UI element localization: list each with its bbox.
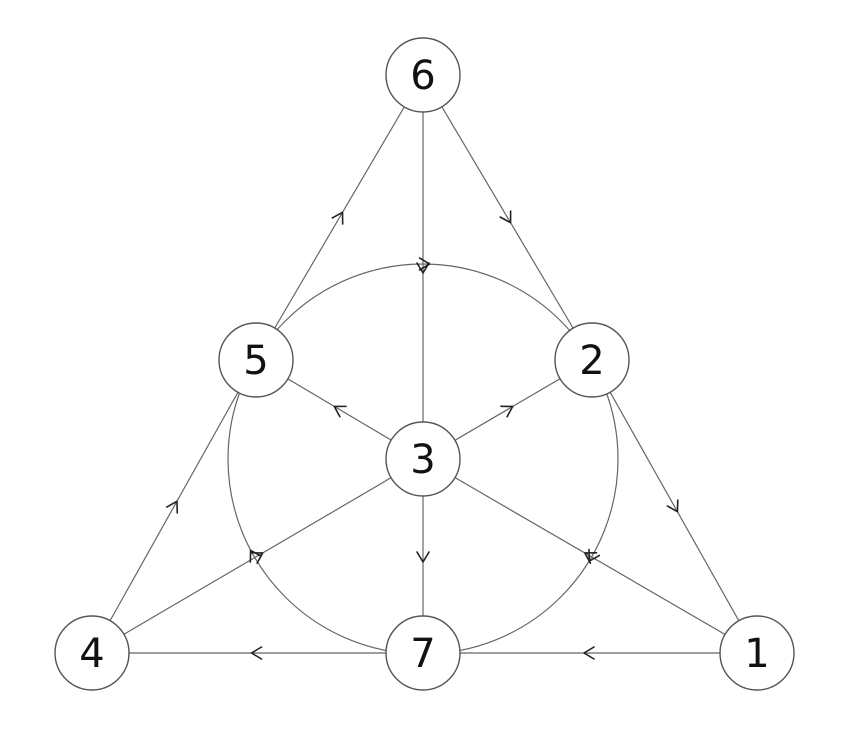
node-circle: [385, 615, 461, 691]
node-label: 4: [79, 631, 104, 677]
node-label: 1: [744, 631, 769, 677]
arrow-3-7: [416, 551, 430, 563]
edge-4-3: [91, 458, 424, 654]
arrow-4-5: [166, 500, 179, 514]
node-circle: [385, 421, 461, 497]
circle-arrow-2-7: [588, 548, 601, 562]
node-3: 3: [385, 421, 461, 497]
node-4: 4: [54, 615, 130, 691]
node-6: 6: [385, 37, 461, 113]
arrow-3-2: [500, 405, 514, 418]
arrow-3-5: [333, 405, 347, 418]
node-circle: [719, 615, 795, 691]
node-circle: [54, 615, 130, 691]
node-7: 7: [385, 615, 461, 691]
edge-1-3: [422, 458, 758, 654]
node-circle: [554, 322, 630, 398]
node-circle: [218, 322, 294, 398]
edges-layer: [91, 74, 758, 655]
node-1: 1: [719, 615, 795, 691]
edge-2-1: [591, 359, 758, 654]
arrow-7-4: [250, 646, 263, 660]
node-label: 2: [579, 338, 604, 384]
edge-4-5: [91, 359, 257, 654]
node-5: 5: [218, 322, 294, 398]
circle-arrow-7-5: [249, 549, 262, 563]
arrows-layer: [166, 210, 679, 660]
nodes-layer: 6 5 2 3 4 7 1: [54, 37, 795, 691]
edge-5-6: [255, 74, 424, 361]
arrow-2-1: [666, 499, 679, 513]
node-label: 3: [410, 437, 435, 483]
node-label: 7: [410, 631, 435, 677]
arrow-1-7: [583, 646, 595, 660]
arrow-6-2: [499, 210, 512, 224]
edge-6-2: [422, 74, 593, 361]
node-circle: [385, 37, 461, 113]
node-2: 2: [554, 322, 630, 398]
circle-arrow-5-2: [418, 257, 431, 271]
node-label: 5: [243, 338, 268, 384]
arrow-5-6: [331, 211, 344, 225]
node-label: 6: [410, 53, 435, 99]
